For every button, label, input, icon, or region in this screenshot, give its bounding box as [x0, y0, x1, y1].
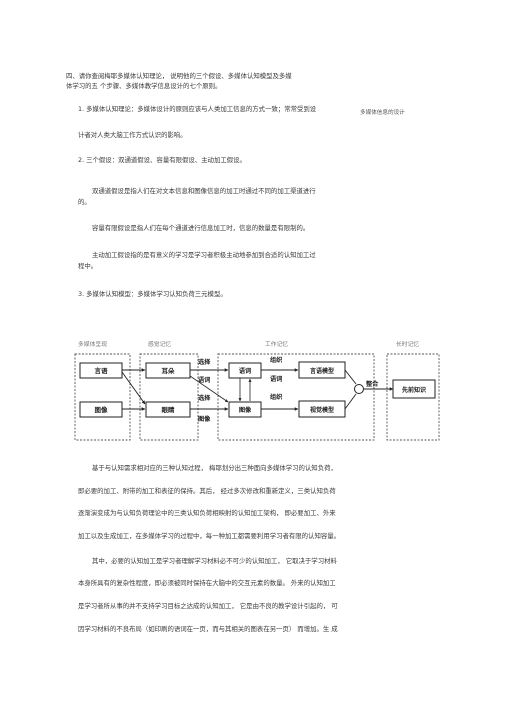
sounds-box — [228, 362, 262, 379]
dual-line1: 双通道假设是指人们在对文本信息和图像信息的加工时通过不同的加工渠道进行 — [92, 187, 316, 195]
col-long-label: 长时记忆 — [396, 340, 419, 348]
s1-line2: 计者对人类大脑工作方式认识的影响。 — [78, 131, 187, 139]
col-media-label: 多媒体呈现 — [78, 340, 107, 348]
s1-side-note: 多媒体信息的设计 — [360, 110, 405, 116]
body-line6: 本身所具有的复杂性程度，即必须被同时保持在大脑中的交互元素的数量。 外来的认知加… — [78, 579, 336, 587]
body-line1: 基于与认知需求相对应的三种认知过程， 梅耶划分出三种面向多媒体学习的认知负荷， — [92, 464, 337, 472]
body-line8: 因学习材料的不良布局（如印刷的语词在一页，而与其相关的图表在另一页） 而增加。生… — [78, 625, 338, 633]
images-label: 图像 — [239, 406, 252, 414]
select-words-label: 选择 — [198, 358, 211, 366]
active-line1: 主动加工假设指的是有意义的学习是学习者积极主动地参加到合适的认知加工过 — [92, 251, 316, 259]
words-label: 言语 — [95, 366, 109, 375]
prior-knowledge-label: 先前知识 — [402, 386, 426, 394]
verbal-words-label: 语词 — [270, 375, 282, 383]
dual-line2: 的。 — [78, 198, 91, 206]
select-images-label: 选择 — [198, 394, 211, 402]
media-frame — [74, 353, 131, 441]
capacity-line1: 容量有限假设是指人们在每个通道进行信息加工时，信息的数量是有限制的。 — [92, 224, 310, 232]
body-line7: 是学习者所从事的并不支持学习目标之达成的认知加工， 它是由不良的教学设计引起的，… — [78, 602, 338, 610]
body-line5: 其中，必要的认知加工是学习者理解学习材料必不可少的认知加工， 它取决于学习材料 — [92, 557, 337, 565]
pictorial-model-label: 视觉模型 — [310, 406, 334, 414]
words-flow-label: 语词 — [198, 376, 210, 384]
s2-line1: 2. 三个假设：双通道假设、容量有限假设、主动加工假设。 — [78, 156, 246, 164]
eyes-box — [145, 401, 191, 418]
working-frame — [217, 353, 375, 441]
images-box — [228, 401, 262, 418]
organize-words-label: 组织 — [270, 356, 282, 364]
body-line3: 逐渐演变成为与认知负荷理论中的三类认知负荷相映射的认知加工架构， 即必要加工、外… — [78, 509, 336, 517]
ears-label: 耳朵 — [162, 366, 176, 375]
active-line2: 程中。 — [78, 262, 98, 270]
integration-node — [354, 384, 364, 394]
images-flow-label: 图像 — [198, 415, 211, 423]
integrate-label: 整合 — [365, 380, 379, 388]
pictures-label: 图像 — [95, 405, 109, 414]
verbal-model-label: 言语模型 — [310, 367, 334, 375]
long-frame — [386, 353, 440, 441]
body-line4: 加工以及生成加工，在多媒体学习的过程中，每一种加工都需要利用学习者有限的认知容量… — [78, 532, 341, 540]
col-sensory-label: 感觉记忆 — [148, 340, 171, 348]
s1-line1: 1. 多媒体认知理论：多媒体设计的原则应该与人类加工信息的方式一致；常常受到设 — [78, 105, 317, 113]
s3-line1: 3. 多媒体认知模型：多媒体学习认知负荷三元模型。 — [78, 290, 227, 298]
body-line2: 即必要的加工、附带的加工和表征的保持。其后， 经过多次修改和重新定义，三类认知负… — [78, 487, 336, 495]
eyes-label: 眼睛 — [162, 405, 176, 414]
pictures-box — [79, 401, 123, 418]
words-box — [79, 362, 123, 379]
q4-line2: 体学习的五 个步骤、多媒体教学信息设计的七个原则。 — [66, 82, 222, 90]
col-working-label: 工作记忆 — [265, 340, 288, 348]
sounds-label: 语词 — [239, 367, 251, 375]
organize-images-label: 组织 — [270, 393, 282, 401]
prior-knowledge-box — [392, 379, 436, 399]
ears-box — [145, 362, 191, 379]
q4-line1: 四、请你查阅梅耶多媒体认知理论， 说明他的三个假设、多媒体认知模型及多媒 — [66, 72, 292, 80]
